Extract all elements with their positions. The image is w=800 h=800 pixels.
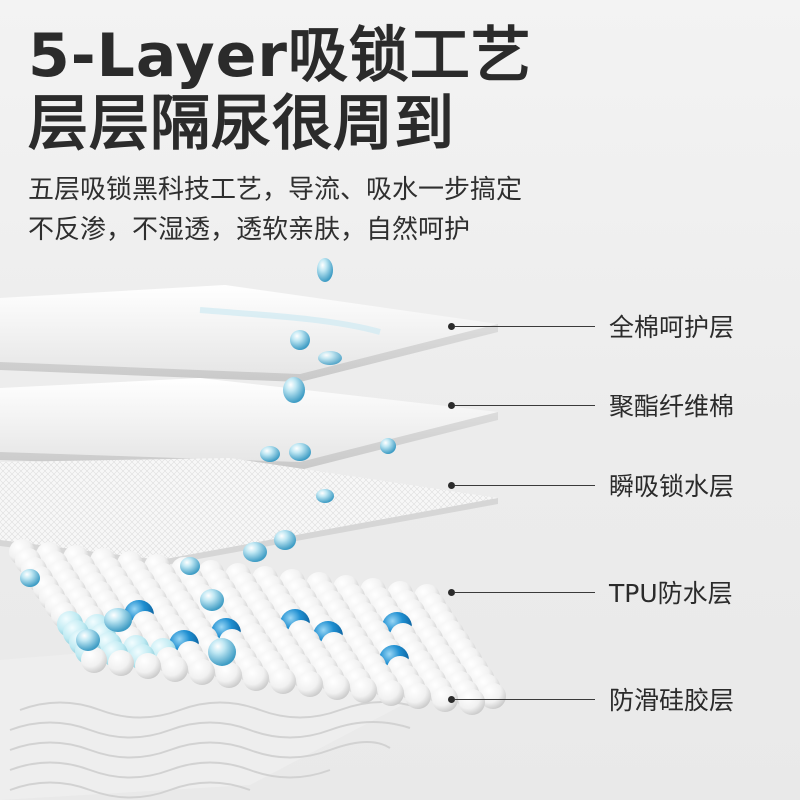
tpu-bead: [324, 674, 350, 700]
description-line-2: 不反渗，不湿透，透软亲肤，自然呵护: [28, 215, 471, 245]
water-droplet-icon: [243, 542, 267, 562]
polyester-layer-sheet: [0, 378, 498, 470]
tpu-bead: [459, 689, 485, 715]
layer-label-text: TPU防水层: [609, 579, 733, 608]
water-droplet-icon: [318, 351, 342, 365]
layer-label-1: 全棉呵护层: [448, 311, 735, 342]
layer-illustration: [0, 240, 520, 800]
tpu-bead: [189, 659, 215, 685]
description: 五层吸锁黑科技工艺，导流、吸水一步搞定 不反渗，不湿透，透软亲肤，自然呵护: [28, 170, 522, 250]
tpu-bead: [351, 677, 377, 703]
description-line-1: 五层吸锁黑科技工艺，导流、吸水一步搞定: [28, 175, 523, 205]
water-droplet-icon: [274, 530, 296, 550]
pointer-dot: [448, 481, 455, 489]
water-droplet-icon: [104, 608, 132, 632]
tpu-bead: [243, 665, 269, 691]
pointer-line: [455, 698, 595, 700]
water-droplet-icon: [200, 589, 224, 611]
layer-label-text: 防滑硅胶层: [609, 686, 735, 715]
water-droplet-icon: [289, 443, 311, 461]
layer-label-4: TPU防水层: [448, 577, 733, 608]
water-droplet-icon: [316, 489, 334, 503]
tpu-bead: [480, 683, 506, 709]
water-droplet-icon: [380, 438, 396, 454]
water-droplet-icon: [180, 557, 200, 575]
tpu-bead: [216, 662, 242, 688]
layer-label-3: 瞬吸锁水层: [448, 470, 735, 501]
water-droplet-icon: [76, 629, 100, 651]
tpu-bead: [270, 668, 296, 694]
absorbent-layer-sheet: [0, 458, 498, 566]
tpu-bead: [162, 656, 188, 682]
pointer-dot: [448, 401, 455, 409]
pointer-line: [455, 404, 595, 406]
pointer-line: [455, 484, 595, 486]
pointer-line: [455, 591, 595, 593]
water-droplet-icon: [20, 569, 40, 587]
water-droplet-icon: [317, 258, 333, 282]
tpu-bead: [81, 647, 107, 673]
water-droplet-icon: [260, 446, 280, 462]
layer-label-5: 防滑硅胶层: [448, 684, 735, 715]
tpu-bead: [297, 671, 323, 697]
pointer-dot: [448, 588, 455, 596]
pointer-dot: [448, 695, 455, 703]
water-droplets: [20, 258, 396, 666]
pointer-line: [455, 325, 595, 327]
pointer-dot: [448, 322, 455, 330]
headline: 5-Layer吸锁工艺 层层隔尿很周到: [28, 22, 532, 158]
layer-label-text: 瞬吸锁水层: [609, 472, 735, 501]
layer-label-text: 聚酯纤维棉: [609, 392, 735, 421]
layer-label-text: 全棉呵护层: [609, 313, 735, 342]
layer-label-2: 聚酯纤维棉: [448, 390, 735, 421]
tpu-bead: [135, 653, 161, 679]
water-droplet-icon: [208, 638, 236, 666]
water-droplet-icon: [283, 377, 305, 403]
tpu-bead: [378, 680, 404, 706]
tpu-bead: [108, 650, 134, 676]
tpu-bead: [405, 683, 431, 709]
headline-line-2: 层层隔尿很周到: [28, 89, 455, 159]
water-droplet-icon: [290, 330, 310, 350]
cotton-layer-sheet: [0, 285, 498, 382]
headline-line-1: 5-Layer吸锁工艺: [28, 21, 532, 91]
tpu-bead: [432, 686, 458, 712]
